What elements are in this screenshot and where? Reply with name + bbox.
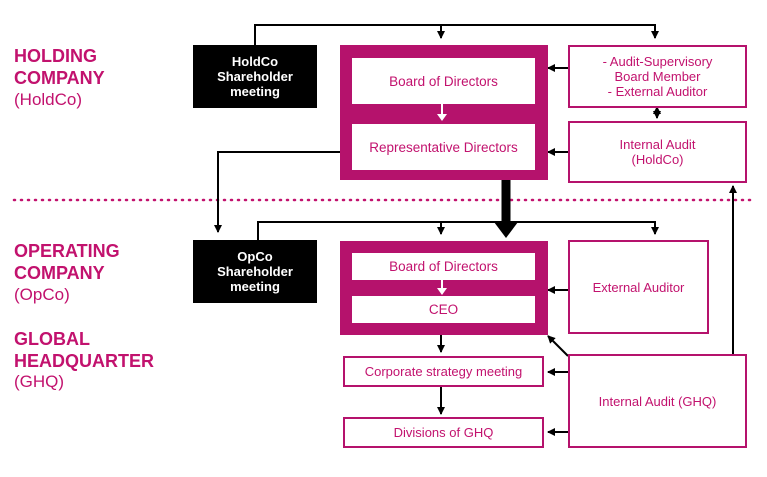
internal-audit-holdco-box: Internal Audit (HoldCo) [568, 121, 747, 183]
holdco-subtitle: (HoldCo) [14, 90, 83, 109]
thick-arrow-head [494, 222, 518, 238]
internal-audit-holdco-line1: Internal Audit [619, 137, 696, 152]
internal-audit-ghq-box: Internal Audit (GHQ) [568, 354, 747, 448]
audit-supervisory-line2: Board Member [614, 69, 701, 84]
audit-supervisory-box: - Audit-Supervisory Board Member - Exter… [568, 45, 747, 108]
holdco-board-of-directors: Board of Directors [352, 58, 535, 104]
opco-inner-arrow [437, 279, 447, 295]
divisions-of-ghq-box: Divisions of GHQ [343, 417, 544, 448]
opco-title-line2: COMPANY [14, 263, 105, 283]
opco-shareholder-line3: meeting [230, 279, 280, 294]
opco-shareholder-box: OpCo Shareholder meeting [193, 240, 317, 303]
audit-supervisory-line3: - External Auditor [607, 84, 708, 99]
divisions-of-ghq-label: Divisions of GHQ [393, 425, 494, 440]
holdco-shareholder-box: HoldCo Shareholder meeting [193, 45, 317, 108]
audit-supervisory-line1: - Audit-Supervisory [602, 54, 713, 69]
external-auditor-label: External Auditor [592, 279, 685, 295]
holdco-title: HOLDING COMPANY [14, 45, 105, 89]
corporate-strategy-meeting-label: Corporate strategy meeting [364, 364, 523, 379]
external-auditor-box: External Auditor [568, 240, 709, 334]
opco-shareholder-line1: OpCo [237, 249, 273, 264]
arrow-internal-audit-ghq-to-opco [547, 335, 569, 357]
holdco-top-connector [254, 24, 659, 45]
ghq-title-line2: HEADQUARTER [14, 351, 155, 371]
opco-subtitle: (OpCo) [14, 285, 70, 304]
ghq-title-line1: GLOBAL [14, 329, 90, 349]
opco-title: OPERATING COMPANY [14, 240, 120, 284]
corporate-strategy-meeting-box: Corporate strategy meeting [343, 356, 544, 387]
holdco-inner-arrow [437, 104, 447, 121]
arrow-rep-to-opco-shareholder [214, 151, 340, 233]
internal-audit-holdco-line2: (HoldCo) [631, 152, 684, 167]
internal-audit-ghq-label: Internal Audit (GHQ) [598, 393, 717, 409]
opco-top-connector [257, 221, 659, 240]
holdco-representative-directors: Representative Directors [352, 124, 535, 170]
ghq-subtitle: (GHQ) [14, 372, 65, 391]
opco-title-line1: OPERATING [14, 241, 120, 261]
holdco-shareholder-line2: Shareholder [217, 69, 293, 84]
opco-ceo: CEO [352, 296, 535, 323]
ghq-title: GLOBAL HEADQUARTER [14, 328, 154, 372]
holdco-title-line1: HOLDING [14, 46, 97, 66]
holdco-shareholder-line1: HoldCo [231, 54, 279, 69]
opco-board-of-directors: Board of Directors [352, 253, 535, 280]
opco-shareholder-line2: Shareholder [217, 264, 293, 279]
holdco-title-line2: COMPANY [14, 68, 105, 88]
holdco-shareholder-line3: meeting [230, 84, 280, 99]
